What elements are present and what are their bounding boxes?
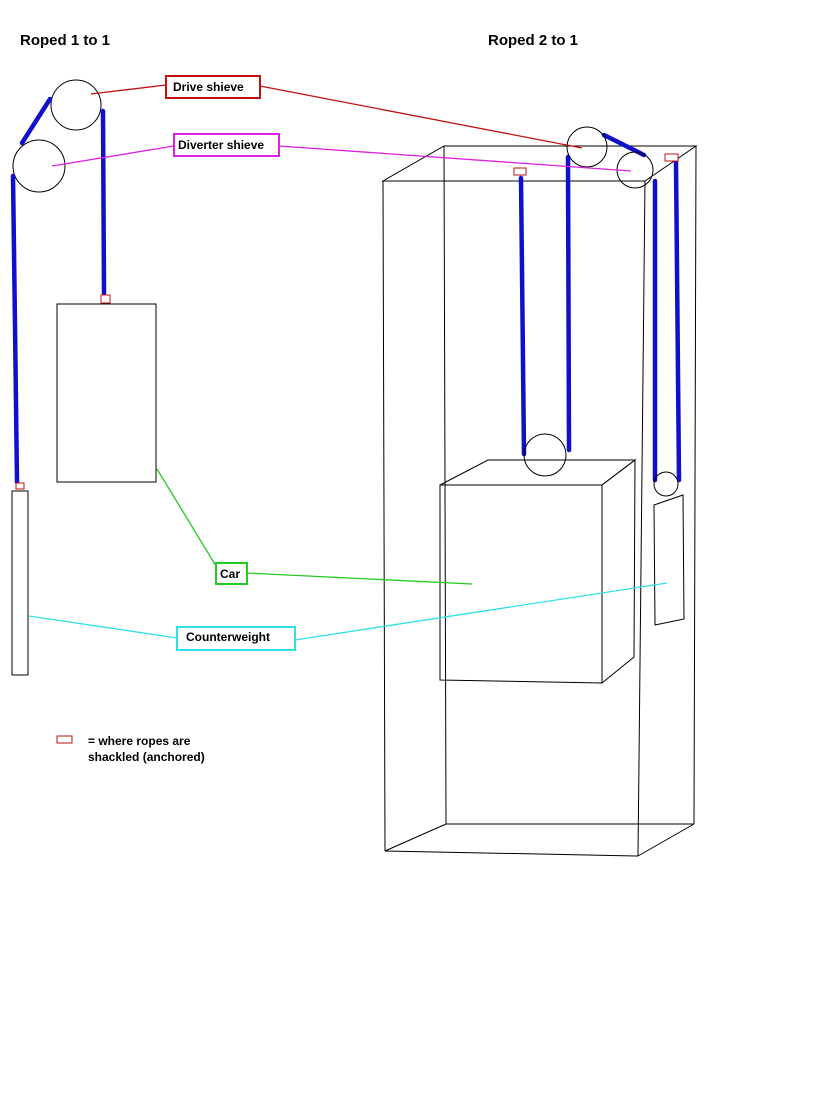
right-counterweight-shackle: [664, 153, 679, 162]
counterweight-leader-right: [294, 582, 668, 641]
car-leader-left: [156, 468, 217, 567]
callout-car: Car: [215, 562, 248, 585]
title-roped-1-to-1: Roped 1 to 1: [20, 32, 110, 49]
legend-shackle-symbol: [56, 735, 73, 744]
roped-2-to-1-system: [381, 126, 698, 857]
callout-diverter-shieve: Diverter shieve: [173, 133, 280, 157]
left-rope-between-sheaves: [19, 96, 53, 146]
left-drive-sheave: [50, 79, 102, 131]
label-diverter-shieve: Diverter shieve: [178, 138, 264, 152]
right-rope-car-live: [565, 154, 572, 453]
label-drive-shieve: Drive shieve: [173, 80, 244, 94]
callout-drive-shieve: Drive shieve: [165, 75, 261, 99]
drive-shieve-leader-right: [259, 85, 583, 149]
left-counterweight: [11, 490, 29, 676]
car-leader-right: [246, 572, 473, 585]
right-car-sheave: [523, 433, 567, 477]
legend: = where ropes are shackled (anchored): [56, 734, 205, 764]
left-diverter-sheave: [12, 139, 66, 193]
right-counterweight: [653, 494, 685, 626]
left-counterweight-shackle: [15, 482, 25, 490]
right-car-shackle: [513, 167, 527, 176]
diverter-shieve-leader-right: [278, 145, 632, 172]
callout-counterweight: Counterweight: [176, 626, 296, 651]
right-rope-counterweight-dead-end: [673, 159, 682, 483]
left-rope-to-counterweight: [10, 173, 20, 485]
hoistway: [381, 145, 698, 857]
label-car: Car: [220, 567, 240, 581]
callout-lines: [28, 84, 668, 641]
right-car: [439, 458, 637, 684]
left-car: [56, 303, 157, 483]
roped-1-to-1-system: [10, 79, 157, 676]
title-roped-2-to-1: Roped 2 to 1: [488, 32, 578, 49]
legend-line-2: shackled (anchored): [88, 750, 205, 764]
right-rope-car-dead-end: [518, 175, 527, 457]
counterweight-leader-left: [28, 615, 178, 639]
right-counterweight-sheave: [653, 471, 679, 497]
left-car-shackle: [100, 294, 111, 304]
diverter-shieve-leader-left: [51, 145, 175, 167]
label-counterweight: Counterweight: [186, 630, 270, 644]
legend-line-1: = where ropes are: [88, 734, 191, 748]
left-rope-to-car: [100, 108, 107, 296]
drive-shieve-leader-left: [90, 84, 167, 95]
hoistway-top: [381, 145, 698, 182]
right-drive-sheave: [566, 126, 608, 168]
